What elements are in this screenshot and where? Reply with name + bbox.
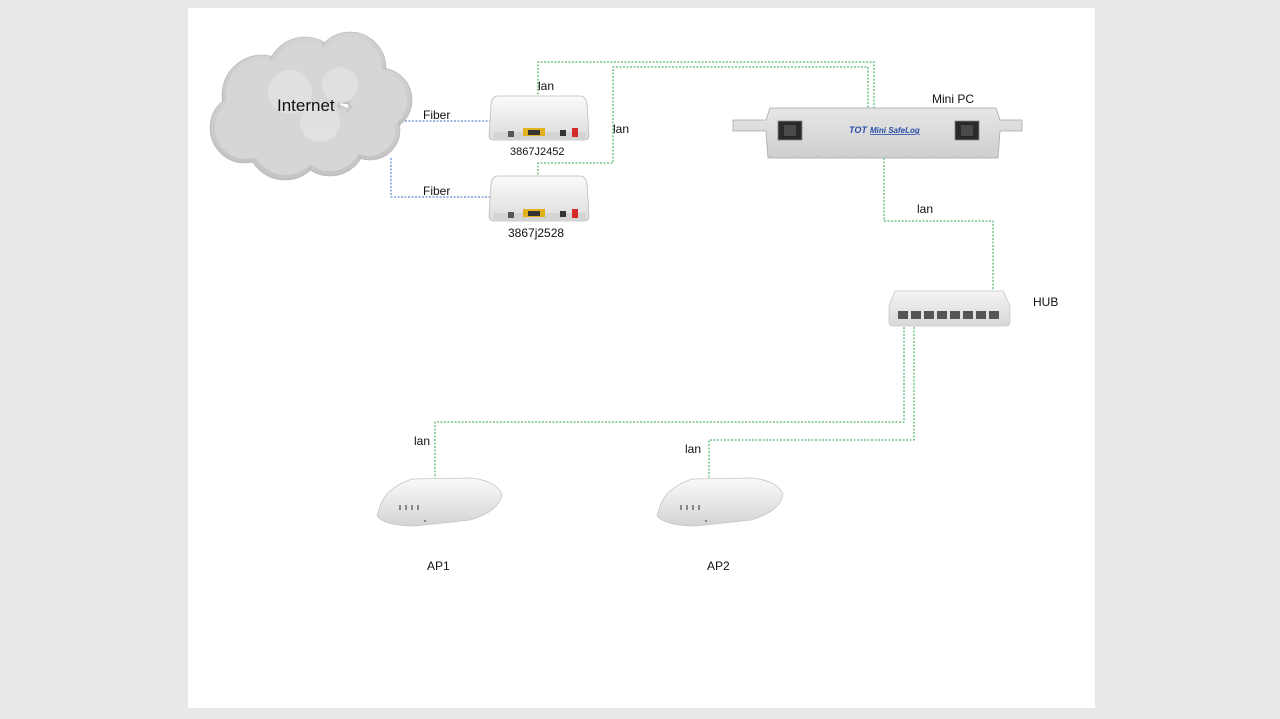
lan-label-ont1-pc: lan bbox=[538, 79, 554, 93]
lan-label-hub-ap2: lan bbox=[685, 442, 701, 456]
lan-label-ont2-pc: lan bbox=[613, 122, 629, 136]
mini-pc-device bbox=[732, 107, 1023, 159]
ont-1-label: 3867J2452 bbox=[510, 146, 564, 158]
ap1-label: AP1 bbox=[427, 559, 450, 573]
ap2-device bbox=[656, 477, 784, 527]
lan-link-hub-ap2 bbox=[708, 320, 915, 478]
ap1-device bbox=[376, 477, 503, 527]
lan-label-pc-hub: lan bbox=[917, 202, 933, 216]
internet-cloud bbox=[209, 31, 413, 181]
internet-label: Internet bbox=[277, 96, 335, 115]
hub-label: HUB bbox=[1033, 295, 1058, 309]
ont-2-label: 3867j2528 bbox=[508, 226, 564, 240]
ont-device-2 bbox=[488, 175, 590, 222]
mini-pc-device-text: Mini SafeLog bbox=[870, 126, 920, 135]
fiber-link-2 bbox=[390, 158, 490, 198]
lan-link-hub-ap1 bbox=[434, 320, 905, 478]
fiber-label-1: Fiber bbox=[423, 108, 450, 122]
lan-label-hub-ap1: lan bbox=[414, 434, 430, 448]
hub-device bbox=[888, 290, 1011, 327]
fiber-label-2: Fiber bbox=[423, 184, 450, 198]
lan-link-ont2-pc bbox=[537, 66, 869, 178]
mini-pc-brand-text: TOT bbox=[849, 125, 868, 135]
mini-pc-label: Mini PC bbox=[932, 92, 974, 106]
lan-link-ont1-pc bbox=[537, 61, 875, 122]
ap2-label: AP2 bbox=[707, 559, 730, 573]
lan-link-pc-hub bbox=[883, 158, 994, 315]
ont-device-1 bbox=[488, 95, 590, 141]
